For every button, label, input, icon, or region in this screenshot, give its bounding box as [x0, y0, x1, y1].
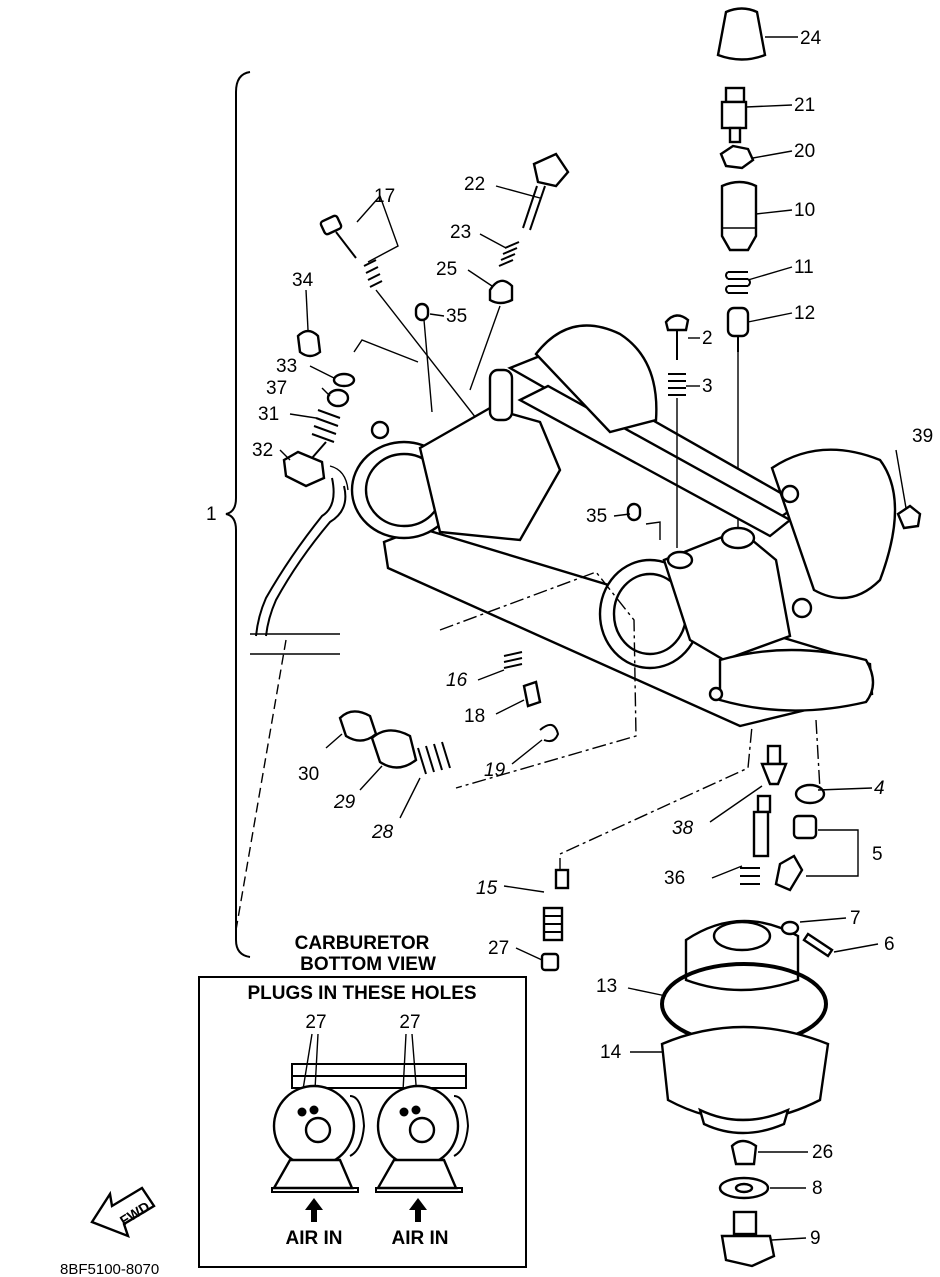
part-23-spring [498, 241, 520, 267]
air-in-label-left: AIR IN [286, 1228, 343, 1249]
label-2: 2 [702, 328, 713, 349]
label-18: 18 [464, 706, 485, 727]
part-37-washer [326, 388, 350, 408]
label-30: 30 [298, 764, 319, 785]
part-18-pin [522, 680, 542, 708]
part-20-nut [719, 144, 755, 170]
part-15-jet [542, 868, 570, 942]
part-35-oring-b [626, 502, 642, 522]
part-39-plug [896, 504, 922, 530]
air-in-arrow-left [305, 1198, 323, 1222]
part-21-needle [720, 86, 748, 144]
label-28: 28 [371, 822, 394, 843]
bottom-view-carb-left [271, 1084, 366, 1193]
label-11: 11 [794, 257, 814, 278]
label-34: 34 [292, 270, 314, 291]
label-27: 27 [488, 938, 509, 959]
label-22: 22 [464, 174, 485, 195]
part-17-screw [319, 214, 383, 288]
label-32: 32 [252, 440, 273, 461]
part-32-screw [282, 441, 327, 488]
part-24-cap [716, 7, 767, 61]
part-5-valve [774, 814, 818, 892]
assembly-bracket [225, 71, 251, 958]
part-7-pin [780, 920, 800, 936]
part-25-cap [488, 279, 514, 305]
label-38: 38 [672, 818, 694, 839]
bottom-view-title-line2: BOTTOM VIEW [300, 954, 436, 975]
bottom-view-box: PLUGS IN THESE HOLES 27 27 [198, 976, 527, 1268]
label-19: 19 [484, 760, 506, 781]
part-19-clip [539, 723, 560, 743]
label-10: 10 [794, 200, 815, 221]
label-37: 37 [266, 378, 287, 399]
label-35-a: 35 [446, 306, 467, 327]
part-10-holder [720, 180, 758, 252]
label-4: 4 [874, 778, 885, 799]
label-17: 17 [374, 186, 395, 207]
label-29: 29 [333, 792, 356, 813]
part-3-spring [668, 373, 686, 396]
part-8-washer [718, 1176, 770, 1200]
part-16-spring [503, 651, 523, 669]
label-7: 7 [850, 908, 861, 929]
label-21: 21 [794, 95, 815, 116]
label-39: 39 [912, 426, 933, 447]
label-24: 24 [800, 28, 822, 49]
part-float-assembly [684, 919, 800, 992]
part-29-piston [370, 729, 418, 769]
label-14: 14 [600, 1042, 622, 1063]
label-35-b: 35 [586, 506, 607, 527]
part-6-pin [802, 932, 834, 958]
label-16: 16 [446, 670, 468, 691]
part-36-jet [740, 794, 772, 885]
label-31: 31 [258, 404, 279, 425]
part-26-screw [730, 1139, 758, 1166]
label-26: 26 [812, 1142, 833, 1163]
label-5: 5 [872, 844, 883, 865]
label-25: 25 [436, 259, 457, 280]
label-33: 33 [276, 356, 297, 377]
part-31-spring [311, 409, 341, 443]
part-11-spring [725, 271, 751, 294]
label-8: 8 [812, 1178, 823, 1199]
label-6: 6 [884, 934, 895, 955]
part-33-washer [332, 372, 356, 388]
bottom-view-plug-label-left: 27 [305, 1012, 326, 1033]
label-12: 12 [794, 303, 815, 324]
part-30-piston [338, 710, 378, 742]
drawing-code: 8BF5100-8070 [60, 1261, 159, 1277]
part-27-plug [540, 952, 560, 972]
air-in-arrow-right [409, 1198, 427, 1222]
forward-arrow-icon: FWD [90, 1186, 156, 1239]
part-35-oring-a [414, 302, 430, 322]
part-22-screw [522, 152, 570, 231]
label-36: 36 [664, 868, 685, 889]
part-38-jet [760, 744, 788, 786]
label-15: 15 [476, 878, 498, 899]
air-in-label-right: AIR IN [392, 1228, 449, 1249]
part-labels: 24 21 20 10 11 12 22 23 25 17 34 35 33 3… [206, 28, 933, 1249]
bottom-view-carb-right [375, 1084, 470, 1193]
label-13: 13 [596, 976, 617, 997]
leader-lines [279, 36, 907, 1241]
label-23: 23 [450, 222, 471, 243]
part-4-washer [794, 783, 826, 805]
carburetor-body [350, 324, 897, 728]
label-9: 9 [810, 1228, 821, 1249]
part-28-spring [417, 741, 451, 775]
label-1: 1 [206, 504, 217, 525]
label-3: 3 [702, 376, 713, 397]
part-34-cap [296, 329, 322, 358]
bottom-view-heading: PLUGS IN THESE HOLES [247, 983, 476, 1004]
bottom-view-plug-label-right: 27 [399, 1012, 420, 1033]
part-14-float-bowl [660, 1025, 830, 1135]
fuel-hose [265, 485, 347, 637]
label-20: 20 [794, 141, 815, 162]
bottom-view-title-line1: CARBURETOR [295, 933, 430, 954]
part-2-screw [664, 314, 690, 360]
part-12-needle-piston [726, 306, 750, 352]
part-9-plug [720, 1210, 776, 1268]
